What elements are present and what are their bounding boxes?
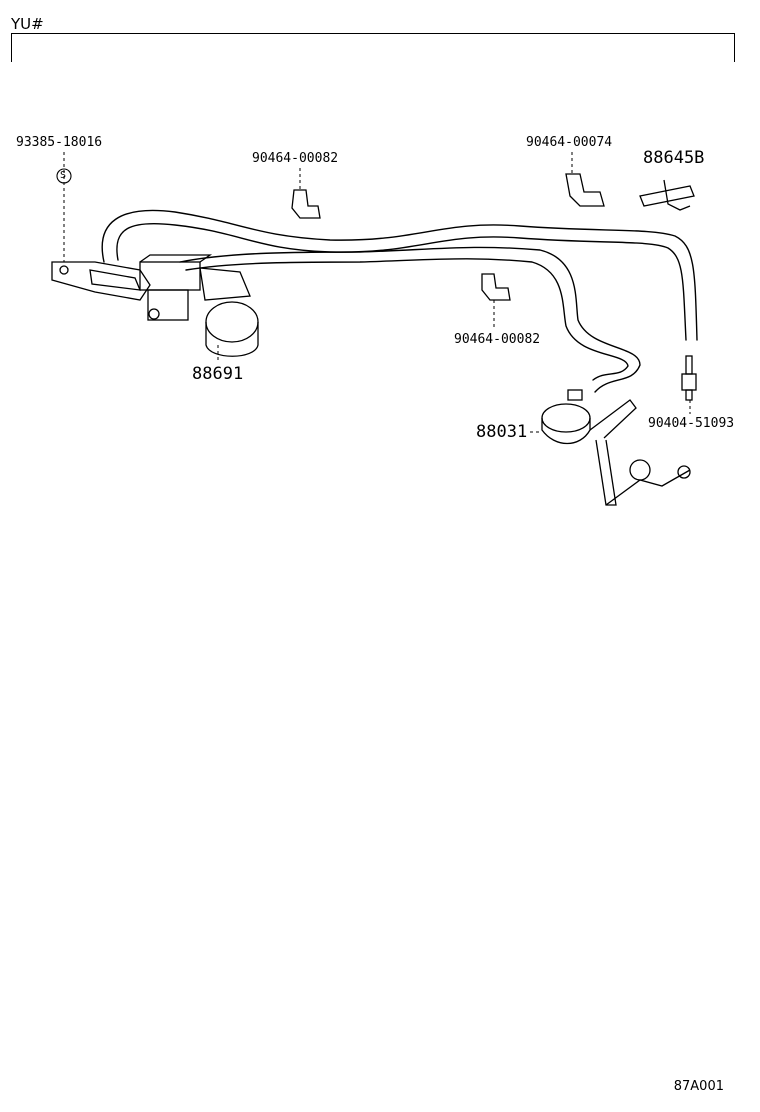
vacuum-hose-outer xyxy=(101,209,698,341)
vacuum-hose-egr xyxy=(179,246,641,393)
vacuum-hose-outer-inner xyxy=(116,222,687,341)
footer-code: 87A001 xyxy=(673,1079,724,1094)
part-number-88691: 88691 xyxy=(192,364,244,384)
part-number-90404: 90404-51093 xyxy=(648,416,735,431)
part-number-88031: 88031 xyxy=(476,422,528,442)
part-number-93385: 93385-18016 xyxy=(16,135,103,150)
s-marker-icon xyxy=(56,168,72,184)
egr-valve-assembly xyxy=(541,389,691,506)
part-number-90464-b: 90464-00074 xyxy=(526,135,613,150)
s-marker-letter: S xyxy=(60,170,67,181)
clip-icon-c xyxy=(481,273,511,301)
vacuum-hose-egr-inner xyxy=(185,258,629,381)
tee-fitting-icon xyxy=(639,179,695,211)
part-number-90464-c: 90464-00082 xyxy=(454,332,541,347)
part-number-90464-a: 90464-00082 xyxy=(252,151,339,166)
diagram-frame xyxy=(11,33,735,62)
clip-icon-b xyxy=(565,173,605,207)
clip-icon-a xyxy=(291,189,321,219)
part-number-88645: 88645B xyxy=(643,148,705,168)
vsv-assembly xyxy=(51,254,259,357)
header-code: YU# xyxy=(11,15,44,33)
union-fitting-icon xyxy=(681,355,697,401)
